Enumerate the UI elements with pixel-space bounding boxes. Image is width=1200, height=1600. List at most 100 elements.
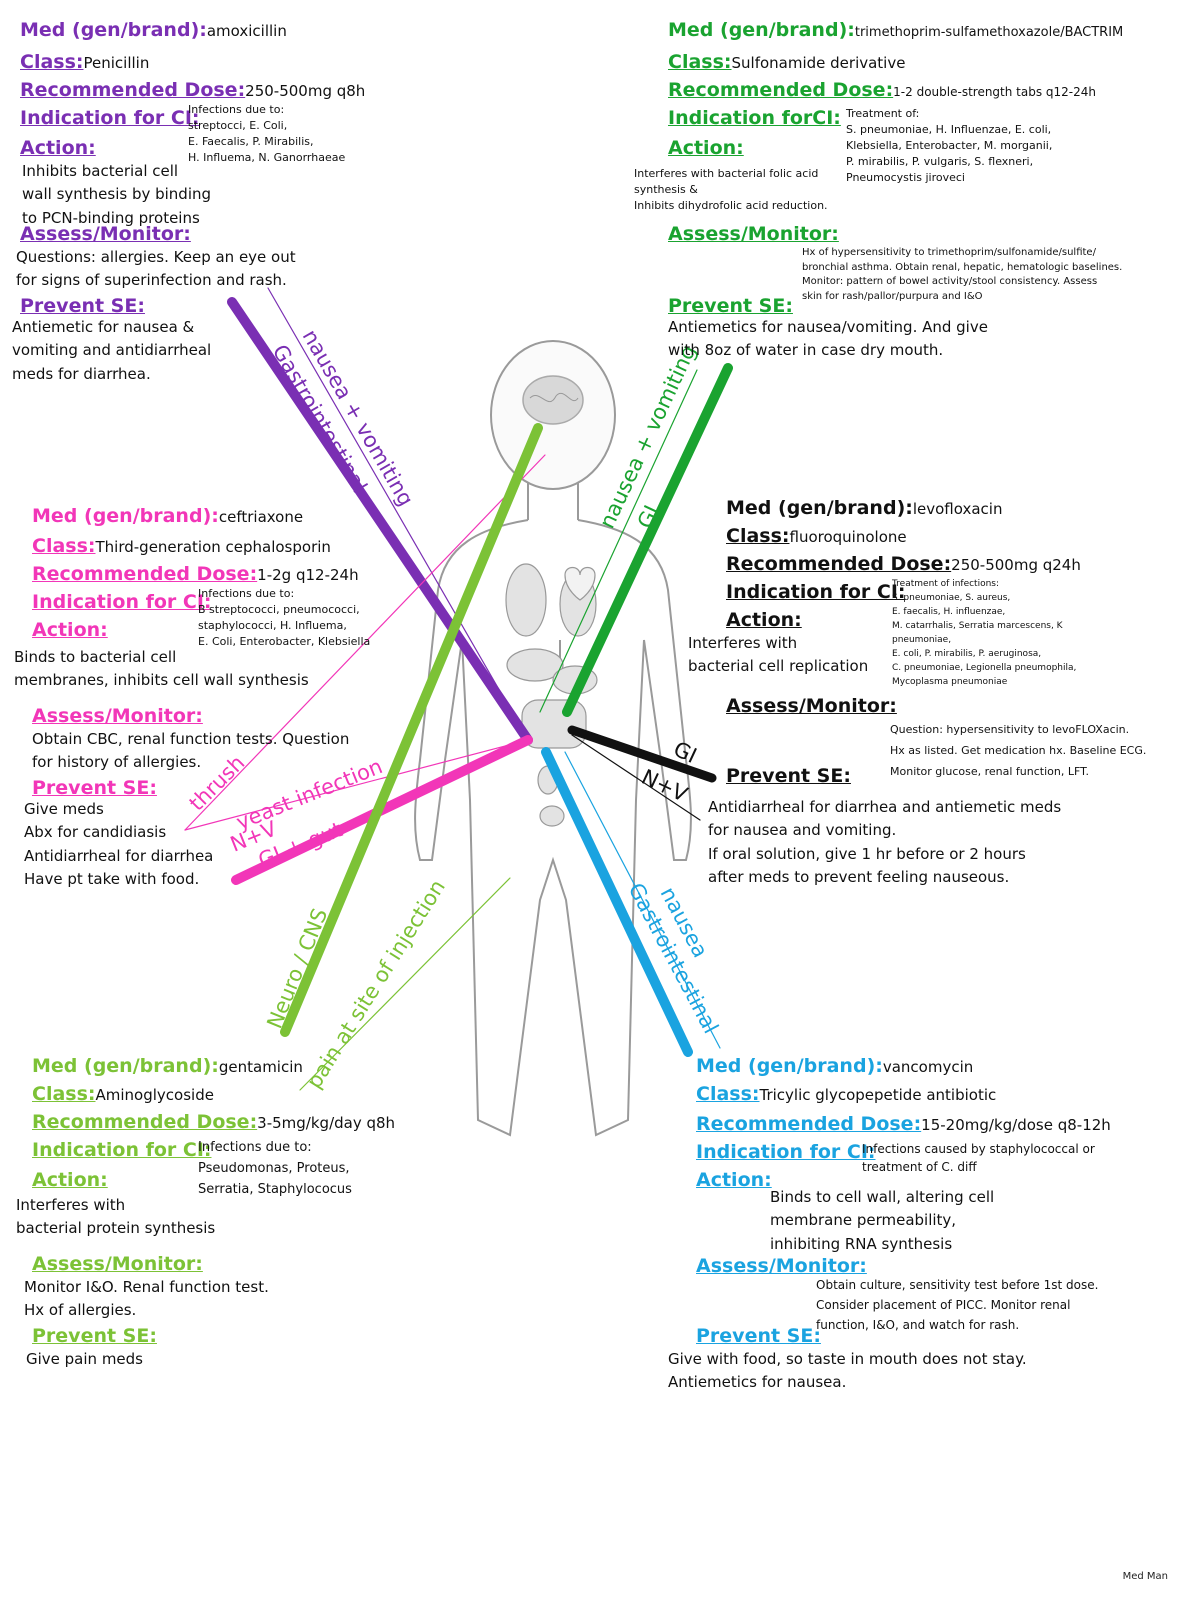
med-assess: Questions: allergies. Keep an eye out fo… (16, 248, 296, 290)
med-class: Third-generation cephalosporin (95, 538, 331, 556)
med-name: levofloxacin (912, 500, 1003, 518)
label-prevent: Prevent SE: (20, 295, 145, 317)
label-indication: Indication for CI: (726, 581, 906, 603)
label-prevent: Prevent SE: (668, 295, 793, 317)
med-action: Binds to cell wall, altering cell membra… (770, 1188, 995, 1253)
label-dose: Recommended Dose: (20, 79, 246, 101)
label-assess: Assess/Monitor: (32, 705, 203, 727)
med-indication: Infections due to: streptocci, E. Coli, … (188, 103, 346, 164)
med-indication: Infections due to: B streptococci, pneum… (198, 587, 371, 648)
med-class: Sulfonamide derivative (731, 54, 906, 72)
med-card-levofloxacin: Med (gen/brand):levofloxacin Class:fluor… (688, 497, 1186, 908)
med-dose: 250-500mg q8h (245, 82, 366, 100)
med-prevent: Antiemetics for nausea/vomiting. And giv… (668, 318, 988, 360)
med-prevent: Antidiarrheal for diarrhea and antiemeti… (708, 798, 1062, 886)
med-assess: Question: hypersensitivity to levoFLOXac… (890, 723, 1147, 778)
lgreen-thin-connector (299, 877, 511, 1091)
label-action: Action: (696, 1169, 772, 1191)
label-action: Action: (20, 137, 96, 159)
label-prevent: Prevent SE: (32, 777, 157, 799)
label-med: Med (gen/brand): (668, 19, 855, 41)
med-prevent: Give pain meds (26, 1350, 143, 1368)
label-dose: Recommended Dose: (32, 563, 258, 585)
label-action: Action: (726, 609, 802, 631)
label-assess: Assess/Monitor: (726, 695, 897, 717)
med-prevent: Give meds Abx for candidiasis Antidiarrh… (24, 800, 214, 888)
label-action: Action: (32, 619, 108, 641)
black-connector (567, 725, 717, 783)
lgreen-connector (280, 423, 543, 1037)
label-dose: Recommended Dose: (696, 1113, 922, 1135)
label-dose: Recommended Dose: (726, 553, 952, 575)
med-assess: Obtain CBC, renal function tests. Questi… (32, 730, 350, 772)
black-thin-connector (571, 734, 701, 821)
med-indication: Infections caused by staphylococcal or t… (862, 1142, 1095, 1174)
med-indication: Treatment of: S. pneumoniae, H. Influenz… (846, 107, 1053, 184)
med-class: Aminoglycoside (95, 1086, 214, 1104)
med-name: vancomycin (882, 1058, 974, 1076)
med-dose: 1-2 double-strength tabs q12-24h (893, 85, 1097, 99)
label-med: Med (gen/brand): (20, 19, 207, 41)
label-indication: Indication for CI: (696, 1141, 876, 1163)
label-med: Med (gen/brand): (726, 497, 913, 519)
med-dose: 15-20mg/kg/dose q8-12h (921, 1116, 1111, 1134)
med-class: Tricylic glycopepetide antibiotic (759, 1086, 997, 1104)
purple-thin-connector (267, 287, 529, 741)
label-indication: Indication for CI: (32, 1139, 212, 1161)
label-class: Class: (32, 1083, 96, 1105)
pink-thin-connector-1 (184, 454, 546, 831)
label-dose: Recommended Dose: (32, 1111, 258, 1133)
label-class: Class: (726, 525, 790, 547)
label-indication: Indication for CI: (20, 107, 200, 129)
label-indication: Indication forCI: (668, 107, 841, 129)
label-indication: Indication for CI: (32, 591, 212, 613)
med-action: Interferes with bacterial cell replicati… (688, 634, 869, 676)
blue-connector (541, 747, 693, 1057)
purple-connector (227, 297, 533, 745)
med-dose: 1-2g q12-24h (257, 566, 359, 584)
med-card-ceftriaxone: Med (gen/brand):ceftriaxone Class:Third-… (14, 505, 452, 896)
blue-thin-connector (564, 751, 721, 1049)
label-action: Action: (668, 137, 744, 159)
label-class: Class: (696, 1083, 760, 1105)
med-indication: Infections due to: Pseudomonas, Proteus,… (198, 1140, 352, 1197)
med-action: Interferes with bacterial folic acid syn… (634, 167, 828, 212)
med-name: ceftriaxone (218, 508, 304, 526)
med-prevent: Give with food, so taste in mouth does n… (668, 1350, 1027, 1392)
med-action: Inhibits bacterial cell wall synthesis b… (22, 162, 212, 227)
label-assess: Assess/Monitor: (696, 1255, 867, 1277)
label-class: Class: (32, 535, 96, 557)
label-med: Med (gen/brand): (32, 505, 219, 527)
label-class: Class: (20, 51, 84, 73)
label-action: Action: (32, 1169, 108, 1191)
label-prevent: Prevent SE: (696, 1325, 821, 1347)
med-action: Binds to bacterial cell membranes, inhib… (14, 648, 309, 690)
pink-thin-connector-2 (184, 739, 529, 831)
brain-icon (522, 375, 584, 425)
label-prevent: Prevent SE: (32, 1325, 157, 1347)
med-indication: Treatment of infections: S. pneumoniae, … (892, 579, 1077, 687)
med-name: amoxicillin (206, 22, 287, 40)
med-card-gentamicin: Med (gen/brand):gentamicin Class:Aminogl… (16, 1055, 452, 1386)
med-dose: 250-500mg q24h (951, 556, 1081, 574)
footer-credit: Med Man (1122, 1571, 1168, 1582)
med-card-amoxicillin: Med (gen/brand):amoxicillin Class:Penici… (12, 19, 440, 400)
label-assess: Assess/Monitor: (32, 1253, 203, 1275)
connector-lines (184, 287, 733, 1091)
label-dose: Recommended Dose: (668, 79, 894, 101)
med-assess: Obtain culture, sensitivity test before … (816, 1278, 1099, 1332)
med-card-vancomycin: Med (gen/brand):vancomycin Class:Tricyli… (668, 1056, 1186, 1406)
label-prevent: Prevent SE: (726, 765, 851, 787)
green-thin-connector (539, 369, 698, 713)
med-assess: Hx of hypersensitivity to trimethoprim/s… (802, 247, 1123, 302)
label-assess: Assess/Monitor: (668, 223, 839, 245)
med-dose: 3-5mg/kg/day q8h (257, 1114, 396, 1132)
label-class: Class: (668, 51, 732, 73)
med-name: trimethoprim-sulfamethoxazole/BACTRIM (854, 25, 1124, 40)
label-med: Med (gen/brand): (32, 1055, 219, 1077)
med-action: Interferes with bacterial protein synthe… (16, 1196, 216, 1238)
med-card-bactrim: Med (gen/brand):trimethoprim-sulfamethox… (634, 19, 1188, 380)
green-connector (562, 363, 733, 717)
label-assess: Assess/Monitor: (20, 223, 191, 245)
